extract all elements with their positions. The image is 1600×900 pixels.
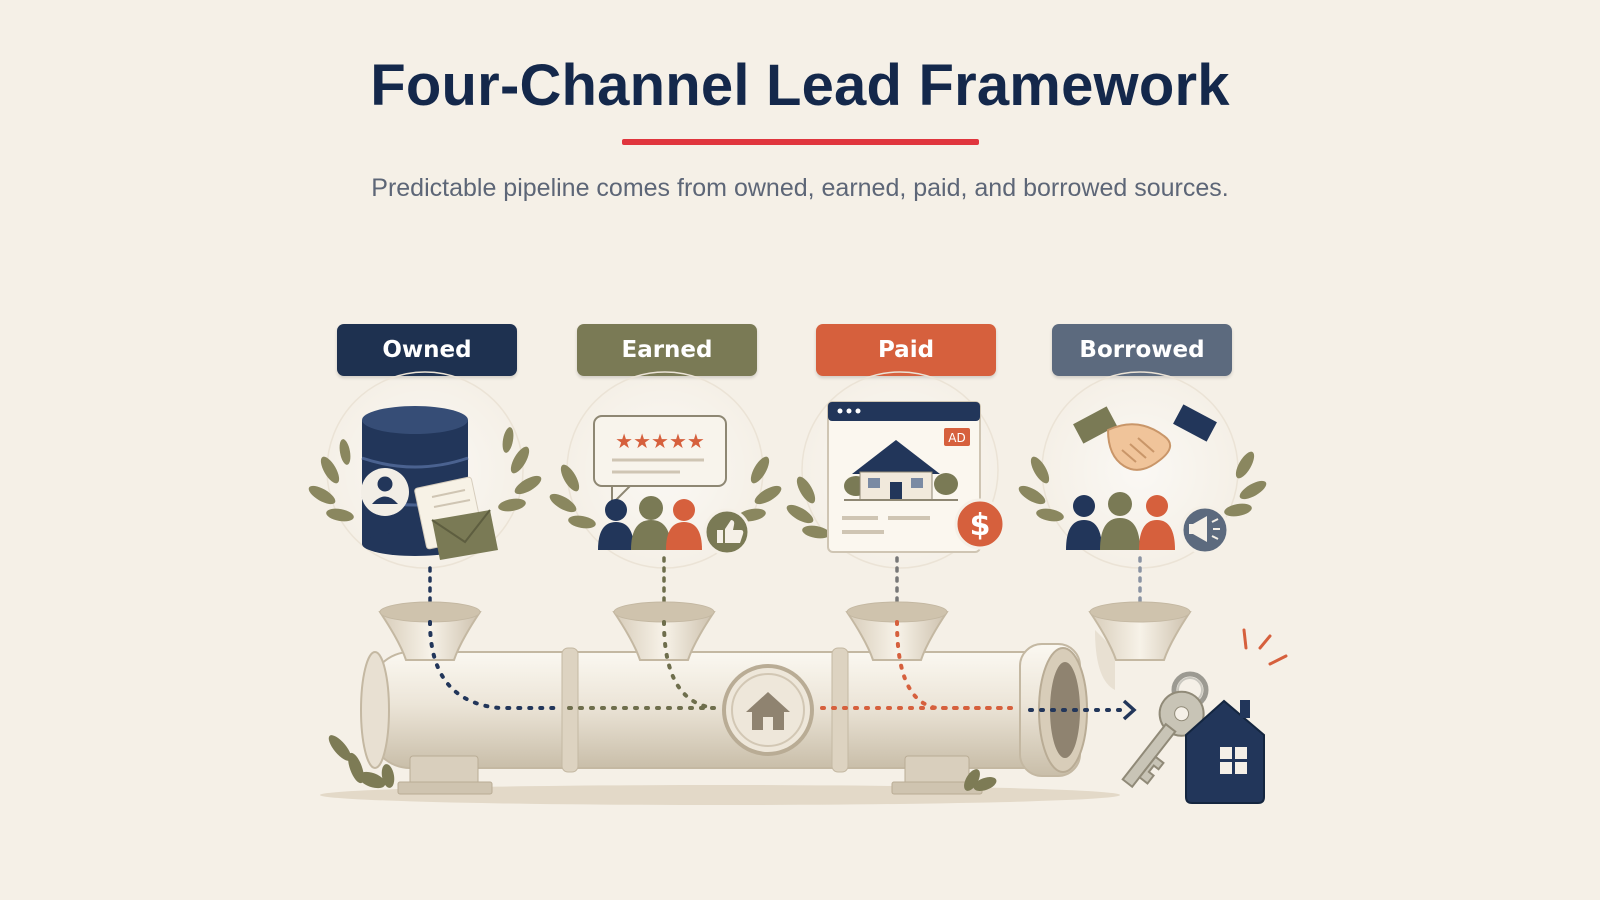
house-keychain-icon: [1185, 699, 1265, 804]
handshake-icon: [1073, 404, 1217, 471]
people-group-icon: [598, 496, 702, 550]
key-icon: [1121, 628, 1288, 804]
ad-listing-icon: AD $: [786, 401, 1006, 553]
svg-text:★★★★★: ★★★★★: [615, 429, 705, 453]
page-subtitle: Predictable pipeline comes from owned, e…: [371, 174, 1229, 202]
flow-lines: [428, 620, 1130, 712]
thumbs-up-icon: [703, 508, 751, 556]
foliage: [328, 735, 997, 791]
house-listing-icon: [844, 440, 958, 501]
channel-tag-borrowed: Borrowed: [1052, 324, 1232, 376]
partnership-icon: [1018, 404, 1267, 555]
spark-lines: [1242, 628, 1288, 666]
laurel-left-earned: [549, 464, 596, 529]
drop-lines: [428, 556, 1142, 617]
review-bubble-icon: ★★★★★: [593, 415, 727, 507]
laurel-right-borrowed: [1224, 451, 1267, 517]
review-community-icon: ★★★★★: [549, 415, 782, 556]
laurel-right-owned: [498, 427, 542, 512]
people-group-icon: [1066, 492, 1175, 550]
flow-arrow-icon: [1122, 699, 1137, 721]
envelope-icon: [414, 476, 498, 560]
ad-badge: AD: [948, 431, 965, 445]
channel-tag-paid: Paid: [816, 324, 996, 376]
dollar-icon: $: [954, 498, 1006, 550]
megaphone-icon: [1180, 505, 1230, 555]
funnel-borrowed: [1088, 601, 1192, 661]
channel-tag-earned: Earned: [577, 324, 757, 376]
title-underline: [622, 139, 979, 145]
database-contact-icon: [308, 406, 542, 560]
laurel-left-paid: [786, 476, 830, 539]
channel-tag-owned: Owned: [337, 324, 517, 376]
laurel-left-owned: [308, 439, 354, 522]
laurel-left-borrowed: [1018, 456, 1064, 522]
page-title: Four-Channel Lead Framework: [370, 53, 1230, 118]
dollar-badge: $: [970, 508, 991, 543]
house-icon: [722, 664, 814, 756]
